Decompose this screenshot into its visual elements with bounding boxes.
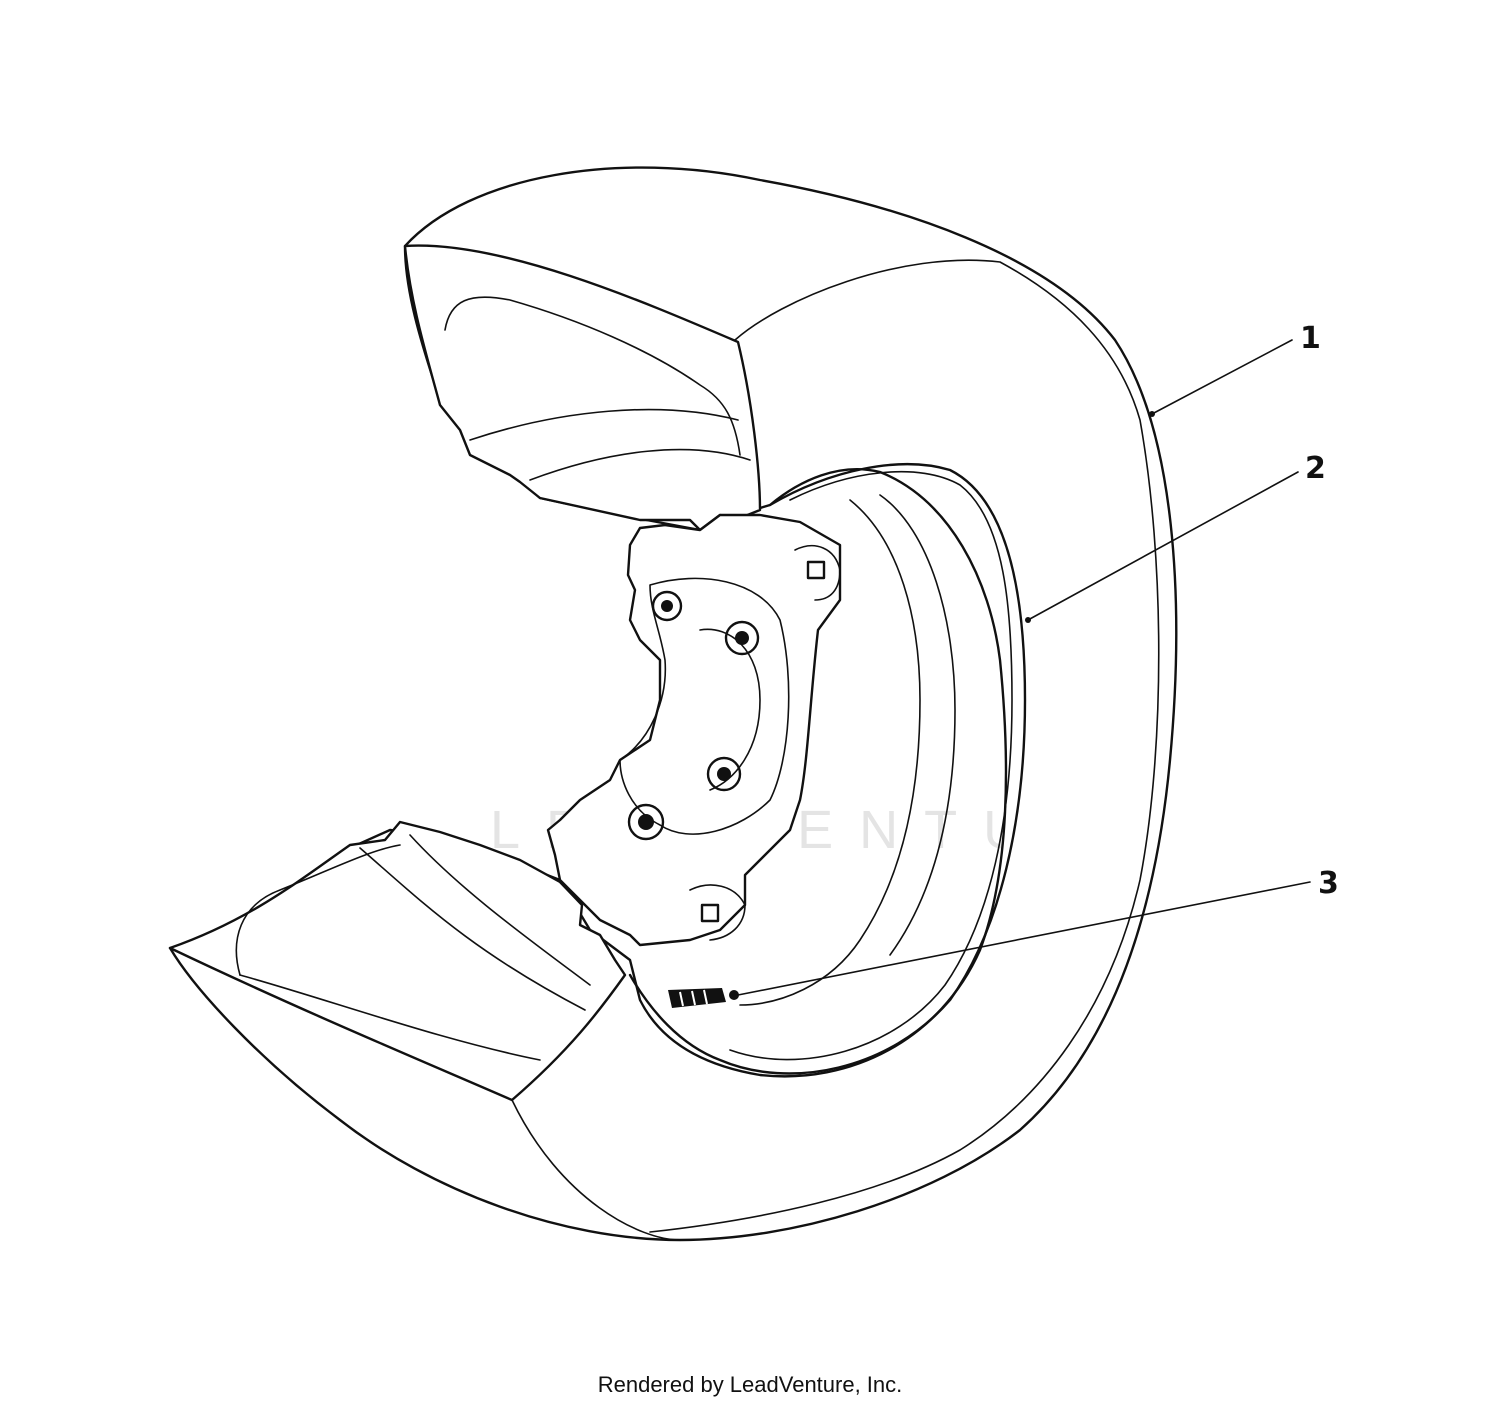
callout-2: 2 xyxy=(1025,451,1326,623)
rim-barrel-line-2 xyxy=(879,494,956,956)
rim-square-slot-bottom xyxy=(700,903,720,923)
hub-plate xyxy=(619,577,790,835)
callout-1: 1 xyxy=(1149,321,1321,417)
rim-slot-top-boss xyxy=(794,545,841,601)
lug-nut-1 xyxy=(651,590,683,622)
callout-1-label: 1 xyxy=(1300,321,1321,356)
tire-upper-cut-section xyxy=(403,244,762,532)
lug-nut-2 xyxy=(724,620,760,656)
valve-stem xyxy=(668,988,739,1008)
lug-nut-4 xyxy=(627,803,665,841)
rim-slot-bottom-boss xyxy=(689,884,746,941)
lug-nut-3 xyxy=(706,756,742,792)
callout-3-leader xyxy=(737,881,1311,996)
tire-lower-bead-line xyxy=(359,847,586,1011)
tire-tread-edge xyxy=(649,259,1160,1233)
tire xyxy=(168,166,1178,1242)
callout-3-label: 3 xyxy=(1318,866,1339,901)
rim-outer-flange xyxy=(628,463,1027,1075)
callout-2-leader xyxy=(1027,471,1299,621)
tire-lower-front-curve xyxy=(511,1099,681,1241)
tire-lower-bead-line-2 xyxy=(409,834,591,986)
rim-outer-flange-inner xyxy=(729,471,1013,1061)
rim xyxy=(546,463,1027,1075)
tire-upper-bead-line xyxy=(469,408,739,441)
tire-lower-cut-section xyxy=(168,820,627,1102)
tire-upper-bead-line-2 xyxy=(529,448,751,481)
rim-barrel-line-1 xyxy=(739,499,921,1006)
tire-lower-sidewall xyxy=(239,974,541,1061)
callout-1-leader xyxy=(1151,339,1293,415)
tire-lower-inner-wall xyxy=(235,844,401,976)
render-credit: Rendered by LeadVenture, Inc. xyxy=(597,1372,903,1397)
callout-2-label: 2 xyxy=(1305,451,1326,486)
rim-center-disc xyxy=(546,513,842,947)
tire-upper-inner-wall xyxy=(444,296,741,456)
rim-square-slot-top xyxy=(806,560,826,580)
callout-3: 3 xyxy=(737,866,1339,996)
